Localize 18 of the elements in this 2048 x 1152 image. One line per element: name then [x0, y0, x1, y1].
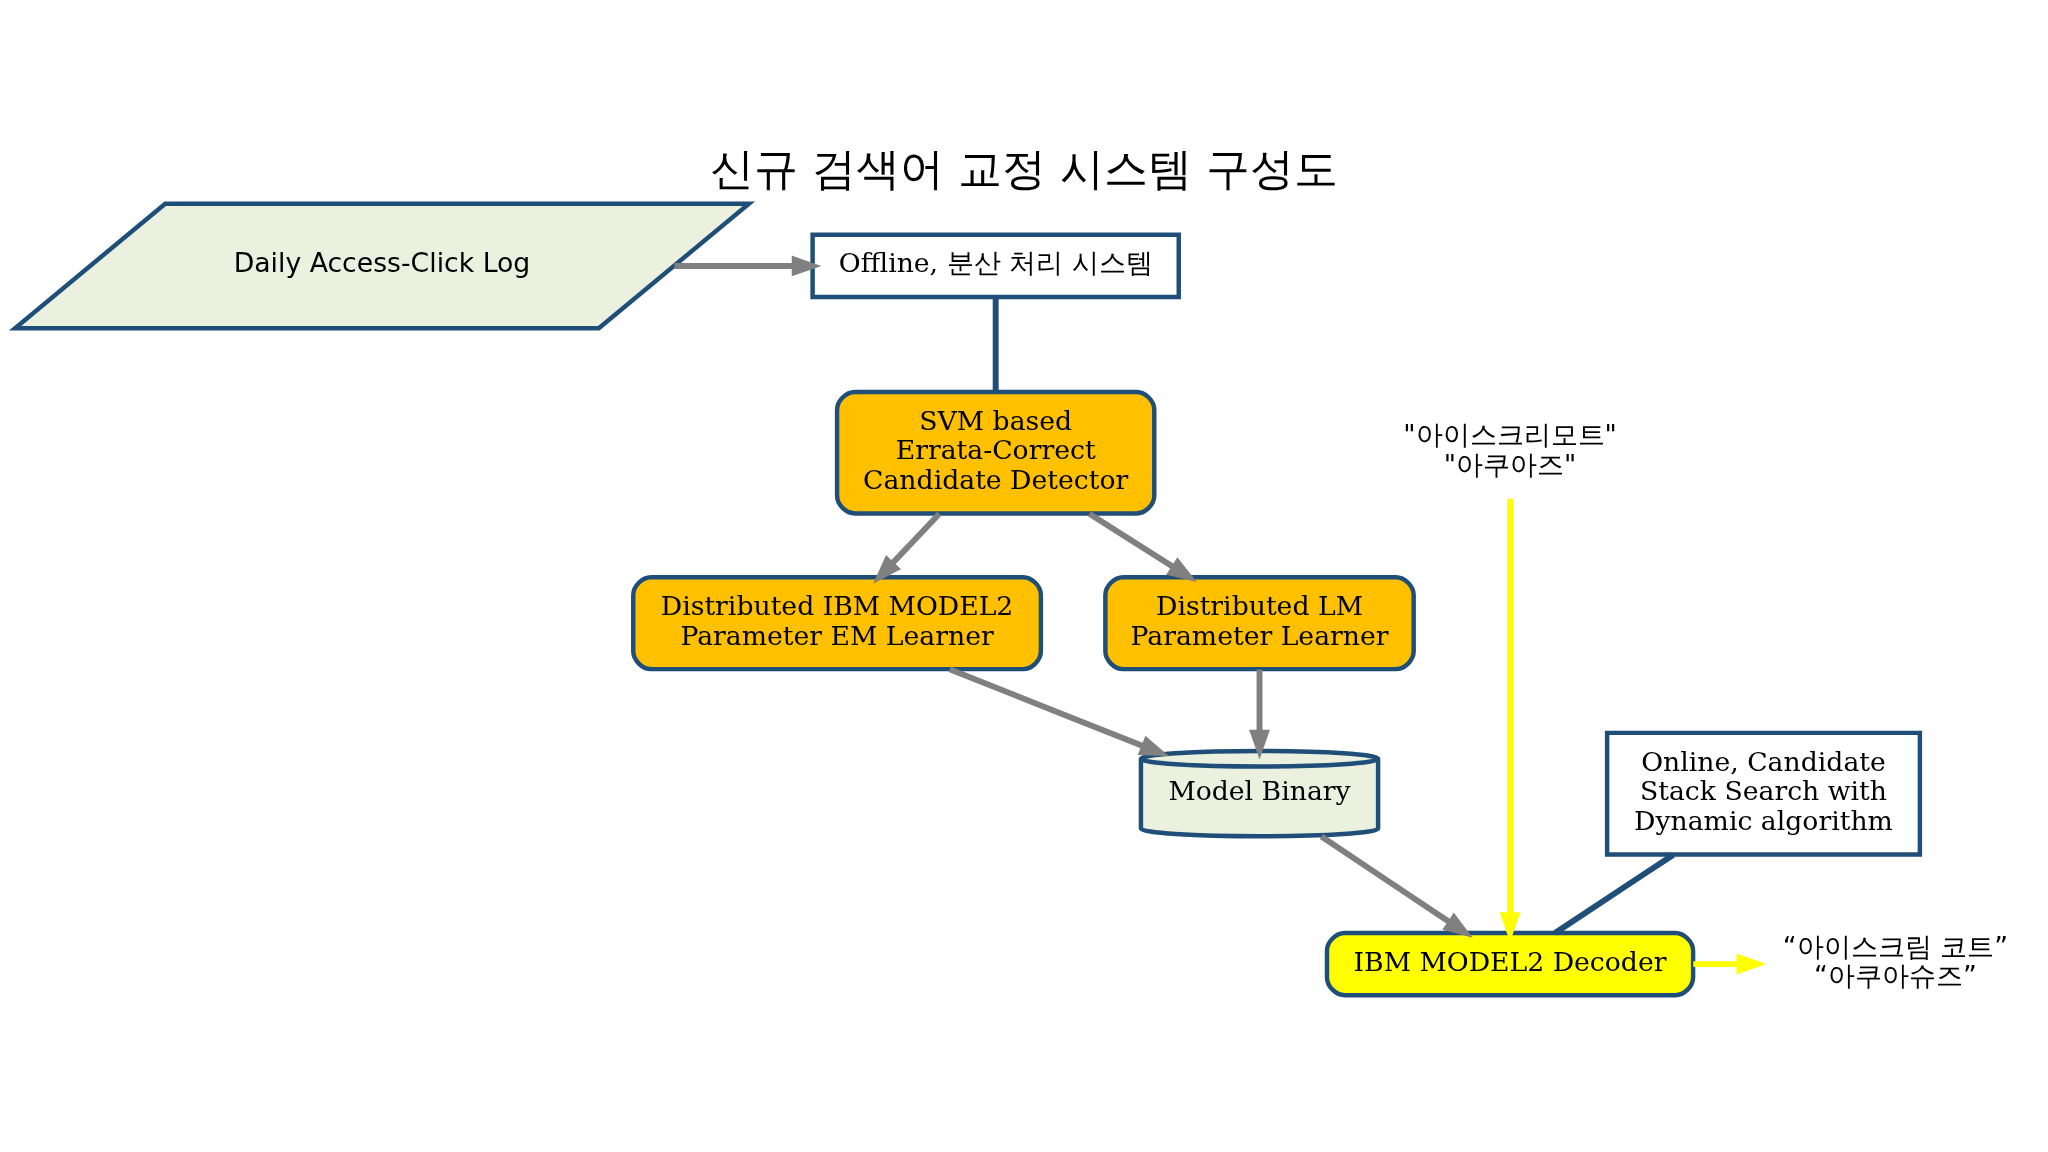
node-box: Offline, 분산 처리 시스템	[810, 232, 1181, 299]
node-box: IBM MODEL2 Decoder	[1324, 930, 1696, 997]
node-box: Distributed LM Parameter Learner	[1103, 574, 1416, 671]
arrow	[1087, 510, 1197, 582]
node-text: "아이스크리모트" "아쿠아즈"	[1403, 418, 1617, 480]
node-box: Distributed IBM MODEL2 Parameter EM Learner	[631, 574, 1044, 671]
diagram-title: 신규 검색어 교정 시스템 구성도	[709, 142, 1339, 194]
arrow	[1319, 833, 1473, 938]
arrow	[873, 511, 942, 584]
node-text: “아이스크림 코트” “아쿠아슈즈”	[1782, 930, 2008, 991]
connector	[1553, 851, 1676, 935]
arrow	[1693, 953, 1767, 975]
connector	[992, 296, 999, 392]
node-box: Online, Candidate Stack Search with Dynamic algorithm	[1604, 730, 1923, 857]
arrow	[674, 255, 822, 276]
arrow	[1249, 669, 1270, 760]
arrow	[948, 666, 1170, 756]
node-box: SVM based Errata-Correct Candidate Detector	[834, 389, 1157, 516]
